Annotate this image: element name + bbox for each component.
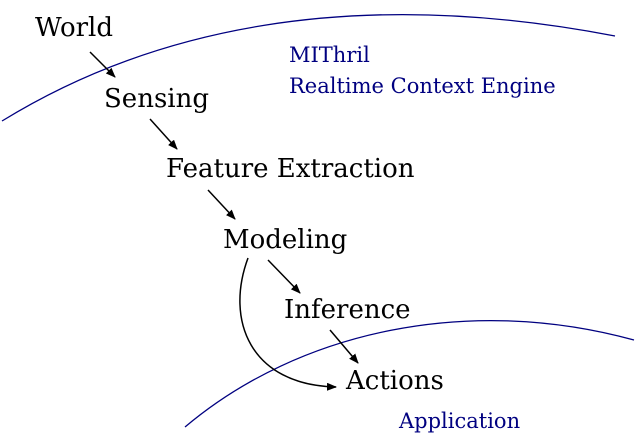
engine-region-boundary	[1, 14, 616, 122]
stage-modeling: Modeling	[223, 225, 347, 255]
stage-sensing: Sensing	[104, 84, 209, 114]
arrow-sensing-to-feature-extraction	[149, 118, 178, 150]
arrow-modeling-to-actions	[239, 257, 337, 391]
application-label: Application	[398, 409, 520, 433]
engine-title: MIThril	[289, 43, 370, 67]
arrow-inference-to-actions	[329, 329, 359, 364]
stage-world: World	[35, 13, 113, 43]
stage-actions: Actions	[345, 366, 444, 396]
arrow-world-to-sensing	[89, 51, 116, 78]
application-region-boundary	[184, 319, 635, 428]
engine-subtitle: Realtime Context Engine	[289, 74, 556, 98]
stage-inference: Inference	[284, 295, 411, 325]
arrow-modeling-to-inference	[267, 259, 301, 294]
arrow-feature-extraction-to-modeling	[207, 189, 236, 220]
stage-feature-extraction: Feature Extraction	[166, 154, 415, 184]
